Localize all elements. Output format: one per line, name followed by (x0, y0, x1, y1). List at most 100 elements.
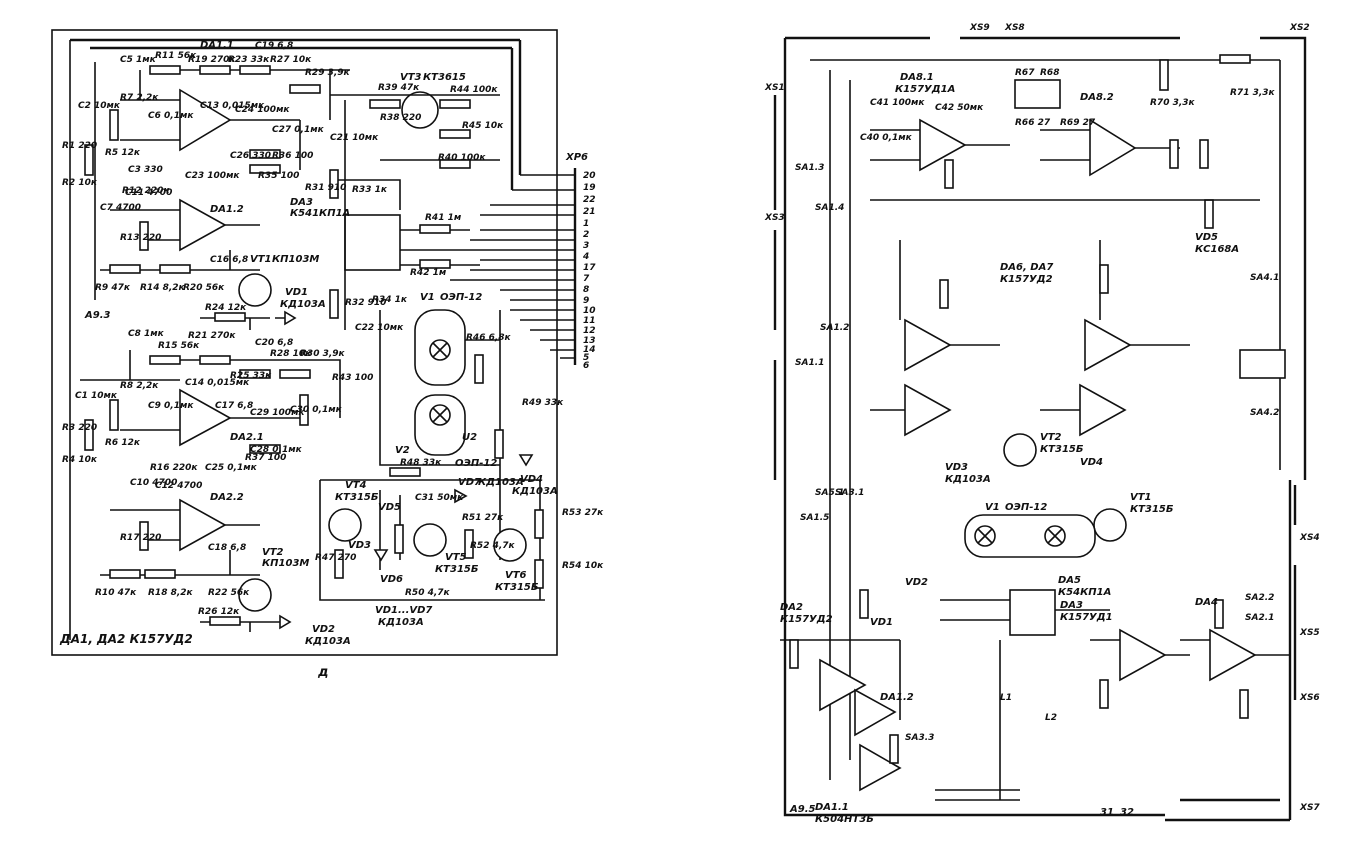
opamp-da1-2 (854, 688, 897, 737)
svg-text:SA1.5: SA1.5 (800, 513, 829, 523)
opamp-da2-2 (179, 498, 227, 552)
svg-text:R42 1м: R42 1м (410, 268, 447, 278)
label-vd4: VD4 (520, 474, 543, 485)
opamp-da1-1 (179, 88, 232, 152)
label-r-da1-1: DA1.1 (815, 802, 849, 813)
transistor-right-vt2 (1003, 433, 1037, 467)
svg-text:C41 100мк: C41 100мк (870, 98, 925, 108)
label-vt3: VT3 (400, 72, 422, 83)
label-vd2-part: КД103А (305, 636, 351, 647)
opamp-da8-1 (919, 118, 967, 172)
svg-text:C30 0,1мк: C30 0,1мк (290, 405, 343, 415)
right-schematic (773, 36, 1307, 822)
svg-text:R33 1к: R33 1к (352, 185, 388, 195)
chip-da3 (344, 214, 401, 271)
svg-text:SA1.2: SA1.2 (820, 323, 849, 333)
label-da3-part: К541КП1А (290, 208, 350, 219)
label-r-da1-2: DA1.2 (880, 692, 914, 703)
svg-text:R45 10к: R45 10к (462, 121, 504, 131)
svg-text:R23 33к: R23 33к (228, 55, 270, 65)
label-da3: DA3 (290, 197, 313, 208)
label-v2: V2 (395, 445, 410, 456)
transistor-vt4 (328, 508, 362, 542)
svg-text:R32 910: R32 910 (345, 298, 386, 308)
svg-text:R52 4,7к: R52 4,7к (470, 541, 516, 551)
label-board-left: A9.3 (84, 310, 110, 321)
label-board-right: A9.5 (789, 804, 815, 815)
svg-text:R25 33к: R25 33к (230, 371, 272, 381)
label-vd4-part: КД103А (512, 486, 558, 497)
svg-text:C19 6,8: C19 6,8 (255, 41, 293, 51)
svg-text:R3 220: R3 220 (62, 423, 97, 433)
svg-text:R9 47к: R9 47к (95, 283, 131, 293)
svg-text:C9 0,1мк: C9 0,1мк (148, 401, 194, 411)
label-r-da8-1-part: К157УД1А (895, 84, 955, 95)
transistor-right-vt1 (1093, 508, 1127, 542)
label-r-da3: DA3 (1060, 600, 1083, 611)
svg-text:SA3.1: SA3.1 (835, 488, 864, 498)
svg-text:R11 56к: R11 56к (155, 51, 197, 61)
xp6-pins: 20 19 22 21 1 2 3 4 17 7 8 9 10 11 12 13… (582, 171, 596, 371)
svg-text:XS1: XS1 (764, 83, 785, 93)
svg-text:R50 4,7к: R50 4,7к (405, 588, 451, 598)
svg-text:C18 6,8: C18 6,8 (208, 543, 246, 553)
svg-text:R7 2,2к: R7 2,2к (120, 93, 159, 103)
label-vt4: VT4 (345, 480, 367, 491)
svg-text:C13 0,015мк: C13 0,015мк (200, 101, 265, 111)
label-r-da6-da7-part: К157УД2 (1000, 274, 1053, 285)
svg-text:SA4.1: SA4.1 (1250, 273, 1279, 283)
svg-text:XS9: XS9 (969, 23, 990, 33)
opamp-da7-1 (1079, 383, 1127, 437)
label-vd2: VD2 (312, 624, 335, 635)
svg-text:C20 6,8: C20 6,8 (255, 338, 293, 348)
svg-text:L2: L2 (1045, 713, 1057, 723)
label-r-vd2: VD2 (905, 577, 928, 588)
label-r-da2-part: К157УД2 (780, 614, 833, 625)
svg-text:10: 10 (583, 306, 596, 316)
label-xp6: XP6 (565, 152, 588, 163)
svg-text:C2 10мк: C2 10мк (78, 101, 121, 111)
svg-text:R29 3,9к: R29 3,9к (305, 68, 351, 78)
svg-text:R37 100: R37 100 (245, 453, 286, 463)
svg-text:C40 0,1мк: C40 0,1мк (860, 133, 913, 143)
opamp-da6-1 (904, 383, 952, 437)
label-vd3: VD3 (348, 540, 371, 551)
svg-text:SA2.2: SA2.2 (1245, 593, 1274, 603)
label-r-da6-da7: DA6, DA7 (1000, 262, 1053, 273)
svg-text:R46 6,8к: R46 6,8к (466, 333, 512, 343)
svg-text:C42 50мк: C42 50мк (935, 103, 984, 113)
label-r-vd3: VD3 (945, 462, 968, 473)
label-da1-1: DA1.1 (200, 40, 234, 51)
label-pin-32: 32 (1120, 807, 1134, 818)
svg-text:C17 6,8: C17 6,8 (215, 401, 253, 411)
svg-text:R12 220к: R12 220к (122, 186, 170, 196)
svg-text:R15 56к: R15 56к (158, 341, 200, 351)
svg-text:C21 10мк: C21 10мк (330, 133, 379, 143)
svg-text:14: 14 (583, 345, 596, 355)
svg-text:XS6: XS6 (1299, 693, 1320, 703)
svg-text:R5 12к: R5 12к (105, 148, 141, 158)
left-component-labels: R1 220 R2 10к R3 220 R4 10к R5 12к R6 12… (62, 41, 604, 617)
svg-text:R24 12к: R24 12к (205, 303, 247, 313)
opamp-da4 (1209, 628, 1257, 682)
svg-text:R22 56к: R22 56к (208, 588, 250, 598)
label-vt5-part: КТ315Б (435, 564, 479, 575)
svg-text:C16 6,8: C16 6,8 (210, 255, 248, 265)
opamp-da1-1 (859, 743, 902, 792)
svg-text:R49 33к: R49 33к (522, 398, 564, 408)
svg-text:R68: R68 (1040, 68, 1059, 78)
label-da2-1: DA2.1 (230, 432, 264, 443)
label-vt3-part: КТ3615 (423, 72, 466, 83)
svg-text:9: 9 (583, 296, 589, 306)
svg-text:R6 12к: R6 12к (105, 438, 141, 448)
label-r-da4: DA4 (1195, 597, 1218, 608)
svg-text:SA1.3: SA1.3 (795, 163, 824, 173)
svg-text:XS7: XS7 (1299, 803, 1320, 813)
svg-text:R26 12к: R26 12к (198, 607, 240, 617)
svg-text:R38 220: R38 220 (380, 113, 421, 123)
svg-text:C22 10мк: C22 10мк (355, 323, 404, 333)
connector-xp6 (450, 168, 577, 365)
svg-text:2: 2 (583, 230, 589, 240)
transistor-vt3 (401, 91, 439, 129)
